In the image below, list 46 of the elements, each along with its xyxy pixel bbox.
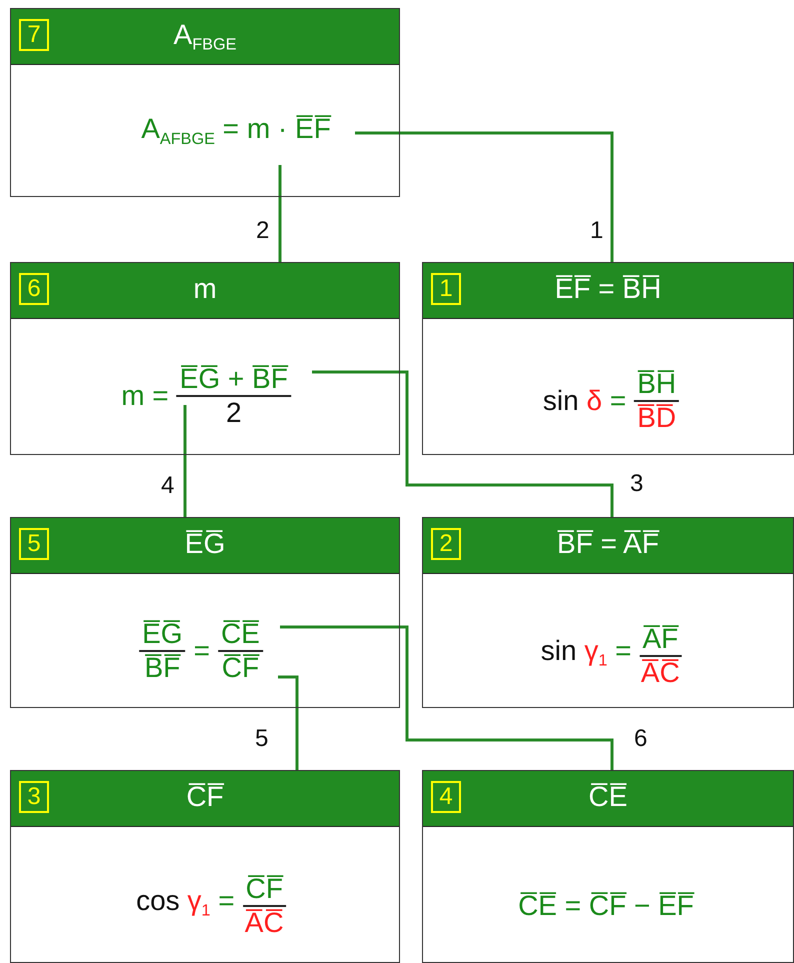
numerator: C̅E̅ (218, 618, 263, 652)
formula-card (10, 517, 400, 708)
header-formula: E̅G̅ (184, 527, 226, 561)
formula-card (10, 262, 400, 455)
header-formula: m (193, 272, 217, 306)
connector-line (184, 405, 186, 517)
header-formula: B̅F̅ = A̅F̅ (557, 527, 659, 561)
step-number: 1 (431, 273, 461, 305)
formula-term: m = (121, 380, 169, 412)
formula-term: sin δ = (542, 385, 626, 417)
numerator: B̅H̅ (634, 368, 680, 402)
step-number: 2 (431, 528, 461, 560)
header-formula: C̅F̅ (186, 780, 224, 814)
step-number: 7 (19, 19, 49, 51)
connector-line (278, 165, 282, 262)
connector-line (312, 370, 614, 517)
numerator: E̅G̅ (139, 618, 186, 652)
formula-card (10, 8, 400, 197)
numerator: C̅F̅ (242, 873, 286, 907)
header-formula: C̅E̅ (588, 780, 628, 814)
denominator: C̅F̅ (222, 652, 260, 684)
denominator: B̅F̅ (144, 652, 180, 684)
step-number: 6 (19, 273, 49, 305)
formula-term: cos γ$_{1}$ = (136, 885, 235, 922)
formula-card (10, 770, 400, 963)
connector-line (278, 676, 298, 770)
formula-term: = (194, 635, 210, 667)
formula-card (422, 770, 794, 963)
formula-card (422, 262, 794, 455)
denominator: B̅D̅ (637, 402, 676, 434)
formula-term: sin γ$_{1}$ = (540, 635, 632, 672)
numerator: E̅G̅ + B̅F̅ (176, 363, 291, 397)
header-formula: E̅F̅ = B̅H̅ (554, 272, 662, 306)
formula-term: C̅E̅ = C̅F̅ − E̅F̅ (518, 890, 694, 922)
step-number: 3 (19, 781, 49, 813)
denominator: A̅C̅ (244, 907, 284, 939)
step-number: 4 (431, 781, 461, 813)
connector-line (280, 626, 614, 770)
denominator: A̅C̅ (640, 657, 680, 689)
step-number: 5 (19, 528, 49, 560)
connector-line (355, 132, 614, 262)
header-formula: A$_{FBGE}$ (174, 18, 236, 56)
formula-term: A$_{AFBGE}$ = m · E̅F̅ (141, 113, 331, 150)
formula-card (422, 517, 794, 708)
numerator: A̅F̅ (639, 623, 682, 657)
denominator: 2 (226, 397, 242, 429)
